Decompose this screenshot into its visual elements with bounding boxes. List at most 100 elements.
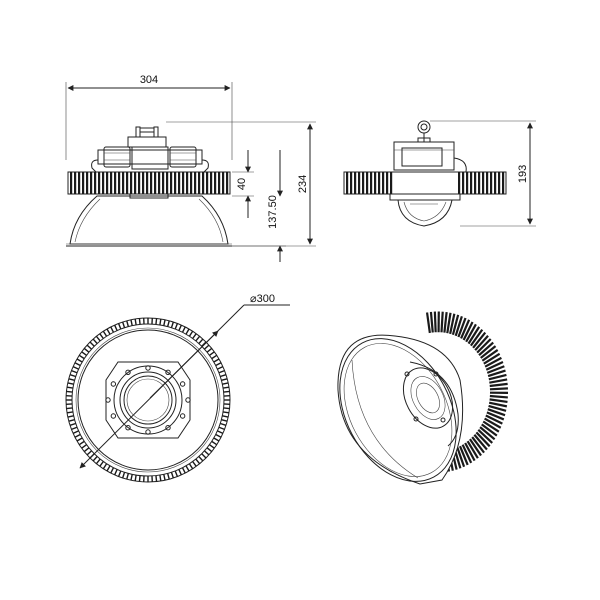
front-view: 304 xyxy=(66,74,316,262)
driver-side xyxy=(394,142,466,172)
ring-tooth xyxy=(220,423,226,425)
ring-tooth xyxy=(164,320,165,326)
fin xyxy=(130,172,132,194)
ring-tooth xyxy=(223,387,229,388)
ring-tooth xyxy=(135,475,136,481)
ring-tooth xyxy=(217,431,222,433)
ring-tooth xyxy=(193,334,197,339)
isometric-view xyxy=(316,312,508,502)
iso-fin xyxy=(490,399,508,402)
ring-tooth xyxy=(115,325,117,330)
ring-tooth xyxy=(77,438,82,441)
ring-tooth xyxy=(175,323,177,329)
ring-tooth xyxy=(127,321,129,327)
ring-tooth xyxy=(209,352,214,356)
fin xyxy=(150,172,152,194)
ring-tooth xyxy=(131,474,132,480)
fin xyxy=(202,172,204,194)
fin xyxy=(354,172,356,194)
ring-tooth xyxy=(189,331,192,336)
ring-tooth xyxy=(196,459,200,464)
ring-tooth xyxy=(131,320,132,326)
ring-tooth xyxy=(107,329,110,334)
fin xyxy=(458,172,460,194)
fin xyxy=(90,172,92,194)
ring-tooth xyxy=(123,472,125,478)
bolt-hole xyxy=(111,414,115,418)
fin xyxy=(94,172,96,194)
ring-tooth xyxy=(186,466,189,471)
fin xyxy=(110,172,112,194)
dimension-diameter: ⌀300 xyxy=(80,293,290,468)
fin xyxy=(486,172,488,194)
fin xyxy=(166,172,168,194)
ring-tooth xyxy=(100,461,104,466)
iso-fin xyxy=(490,388,508,389)
ring-tooth xyxy=(222,416,228,417)
ring-tooth xyxy=(223,412,229,413)
iso-fin xyxy=(489,379,507,382)
ring-tooth xyxy=(204,451,208,455)
iso-fin xyxy=(490,396,508,397)
ring-tooth xyxy=(93,339,97,343)
fin xyxy=(462,172,464,194)
fin xyxy=(146,172,148,194)
fin xyxy=(358,172,360,194)
ring-tooth xyxy=(79,441,84,444)
ring-tooth xyxy=(212,441,217,444)
fin xyxy=(346,172,348,194)
ring-tooth xyxy=(96,336,100,341)
iso-fin xyxy=(431,312,433,333)
fin xyxy=(190,172,192,194)
ring-tooth xyxy=(67,412,73,413)
ring-tooth xyxy=(119,471,121,477)
ring-tooth xyxy=(189,464,192,469)
ring-tooth xyxy=(67,387,73,388)
ring-tooth xyxy=(111,468,114,473)
ring-tooth xyxy=(214,359,219,362)
fin xyxy=(366,172,368,194)
fin xyxy=(382,172,384,194)
reflector-isometric xyxy=(316,318,479,501)
ring-tooth xyxy=(202,454,206,458)
dimension-reflector: 137.50 xyxy=(232,150,286,262)
ring-tooth xyxy=(103,464,106,469)
ring-tooth xyxy=(216,435,221,438)
fin xyxy=(186,172,188,194)
ring-tooth xyxy=(168,321,170,327)
ring-tooth xyxy=(224,391,230,392)
ring-tooth xyxy=(220,375,226,377)
ring-tooth xyxy=(71,371,77,373)
ring-tooth xyxy=(209,445,214,449)
fin xyxy=(158,172,160,194)
fin xyxy=(198,172,200,194)
ring-tooth xyxy=(69,379,75,381)
dimension-reflector-label: 137.50 xyxy=(267,195,279,229)
ring-tooth xyxy=(171,322,173,328)
fin xyxy=(494,172,496,194)
ring-tooth xyxy=(207,348,212,352)
dimension-total-height-label: 234 xyxy=(297,175,309,193)
bolt-hole xyxy=(111,382,115,386)
fin xyxy=(226,172,228,194)
ring-tooth xyxy=(66,391,72,392)
bolt-hole xyxy=(180,414,184,418)
ring-tooth xyxy=(179,325,181,330)
ring-tooth xyxy=(84,348,89,352)
ring-tooth xyxy=(79,355,84,358)
ring-tooth xyxy=(179,469,181,474)
ring-tooth xyxy=(175,471,177,477)
ring-tooth xyxy=(69,420,75,422)
iso-fin xyxy=(427,312,430,332)
ring-tooth xyxy=(221,379,227,381)
ring-tooth xyxy=(73,431,78,433)
ring-tooth xyxy=(68,416,74,417)
ring-tooth xyxy=(160,475,161,481)
fin xyxy=(78,172,80,194)
ring-tooth xyxy=(221,420,227,422)
ring-tooth xyxy=(111,327,114,332)
dimension-width-label: 304 xyxy=(140,74,158,86)
ring-tooth xyxy=(217,367,222,369)
fin xyxy=(138,172,140,194)
